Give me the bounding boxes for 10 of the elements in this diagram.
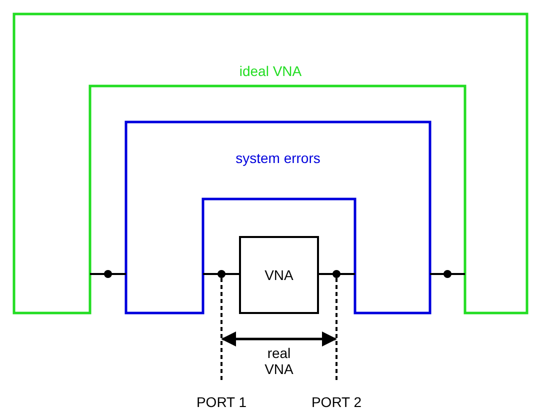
- wire: [90, 273, 126, 275]
- port-label: PORT 2: [310, 394, 363, 410]
- wire: [203, 273, 240, 275]
- port-label: PORT 1: [195, 394, 248, 410]
- wire: [318, 273, 355, 275]
- dimension-label: real VNA: [264, 345, 294, 377]
- wire: [430, 273, 465, 275]
- band-label: ideal VNA: [238, 63, 303, 79]
- box-label: VNA: [264, 267, 294, 283]
- band-label: system errors: [234, 150, 322, 166]
